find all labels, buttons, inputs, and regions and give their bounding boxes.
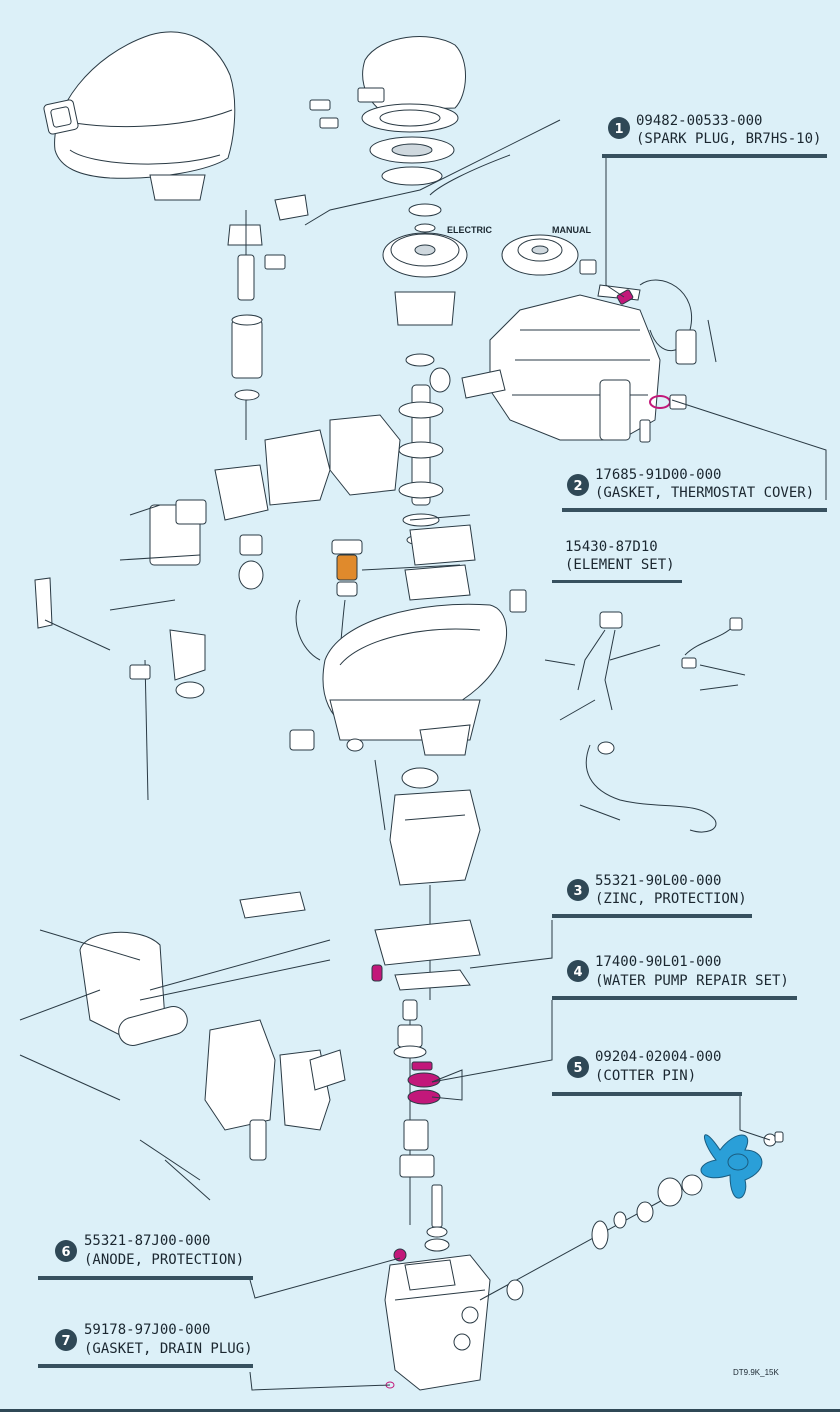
water-pump-stack: [393, 999, 441, 1225]
element-set-name: (ELEMENT SET): [565, 557, 675, 573]
callout-7-number: 7: [61, 1334, 70, 1349]
callout-5-code: 09204-02004-000: [595, 1049, 721, 1065]
callout-2-name: (GASKET, THERMOSTAT COVER): [595, 485, 814, 501]
callout-1-name: (SPARK PLUG, BR7HS-10): [636, 131, 821, 147]
flywheel-electric: [382, 203, 468, 326]
callout-2: 2 17685-91D00-000 (GASKET, THERMOSTAT CO…: [562, 467, 827, 512]
callout-1-number: 1: [614, 122, 623, 137]
leader-lines: [249, 155, 827, 1391]
callout-2-number: 2: [573, 479, 582, 494]
callout-5-name: (COTTER PIN): [595, 1068, 696, 1084]
bottom-border: [0, 1409, 840, 1412]
callout-1: 1 09482-00533-000 (SPARK PLUG, BR7HS-10): [602, 113, 827, 158]
callout-4-code: 17400-90L01-000: [595, 954, 721, 970]
callout-3-code: 55321-90L00-000: [595, 873, 721, 889]
callout-3-number: 3: [573, 884, 582, 899]
tiller-handle-assembly: [34, 554, 206, 801]
driveshaft-housing: [289, 729, 481, 1000]
callout-5: 5 09204-02004-000 (COTTER PIN): [552, 1049, 742, 1096]
propeller: [700, 1134, 763, 1199]
label-manual: MANUAL: [552, 225, 591, 235]
label-electric: ELECTRIC: [447, 225, 493, 235]
element-set-highlight: [336, 554, 358, 581]
callout-5-number: 5: [573, 1061, 582, 1076]
spark-plug-highlight: [616, 289, 634, 305]
callout-4-name: (WATER PUMP REPAIR SET): [595, 973, 789, 989]
zinc-protection-highlight: [371, 964, 383, 982]
cylinder-block: [405, 294, 687, 443]
callout-3: 3 55321-90L00-000 (ZINC, PROTECTION): [552, 873, 752, 918]
intake-gasket-cluster: [404, 514, 476, 601]
clamp-bracket-assembly: [19, 891, 346, 1201]
callout-4: 4 17400-90L01-000 (WATER PUMP REPAIR SET…: [552, 954, 797, 1000]
figure-reference: DT9.9K_15K: [733, 1368, 779, 1377]
propeller-shaft-assembly: [479, 1131, 784, 1301]
element-set-code: 15430-87D10: [565, 539, 658, 555]
callout-4-number: 4: [573, 965, 582, 980]
throttle-cable: [304, 119, 561, 226]
wire-harness: [544, 611, 746, 833]
callout-6-number: 6: [61, 1245, 70, 1260]
callout-1-code: 09482-00533-000: [636, 113, 762, 129]
callout-7-code: 59178-97J00-000: [84, 1322, 210, 1338]
water-pump-part-3-highlight: [407, 1089, 441, 1105]
callout-7-name: (GASKET, DRAIN PLUG): [84, 1341, 253, 1357]
water-pump-part-1-highlight: [411, 1061, 433, 1071]
element-set-callout: 15430-87D10 (ELEMENT SET): [552, 539, 682, 583]
recoil-starter: [309, 36, 466, 186]
choke-cable: [429, 154, 511, 196]
carburetor-assembly: [129, 414, 401, 590]
callout-6: 6 55321-87J00-000 (ANODE, PROTECTION): [38, 1233, 253, 1280]
callout-2-code: 17685-91D00-000: [595, 467, 721, 483]
gearcase: [384, 1184, 491, 1391]
flywheel-manual: [501, 234, 579, 276]
anode-protection-highlight: [393, 1248, 407, 1262]
starter-motor: [227, 194, 309, 440]
callout-6-name: (ANODE, PROTECTION): [84, 1252, 244, 1268]
callout-7: 7 59178-97J00-000 (GASKET, DRAIN PLUG): [38, 1322, 253, 1368]
bottom-cowling: [322, 589, 527, 756]
ignition-coil-assembly: [579, 259, 717, 365]
crankshaft: [398, 384, 444, 546]
callout-3-name: (ZINC, PROTECTION): [595, 891, 747, 907]
callout-6-code: 55321-87J00-000: [84, 1233, 210, 1249]
water-pump-part-2-highlight: [407, 1072, 441, 1088]
engine-cover: [43, 31, 236, 201]
